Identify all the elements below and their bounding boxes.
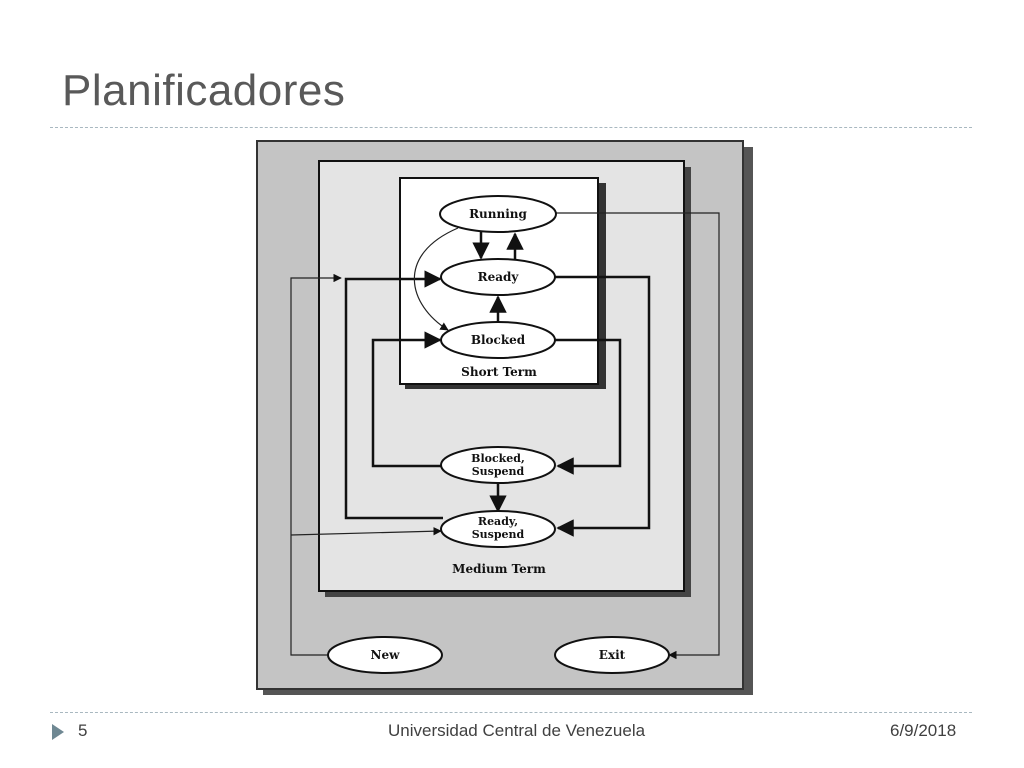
state-ready-label: Ready	[478, 270, 520, 284]
state-new-label: New	[371, 648, 401, 662]
state-blocked-suspend	[440, 446, 556, 484]
state-exit	[554, 636, 670, 674]
state-ready-suspend	[440, 510, 556, 548]
medium-term-label: Medium Term	[452, 562, 546, 576]
path-ready-to-ready-suspend	[555, 275, 651, 537]
path-running-to-exit	[556, 212, 720, 660]
state-ready	[440, 258, 556, 296]
arrow-running-to-blocked	[413, 227, 459, 331]
triangle-bullet-icon	[52, 724, 64, 740]
slide-title: Planificadores	[62, 66, 346, 115]
path-blocked-suspend-to-blocked	[371, 331, 442, 468]
path-ready-suspend-to-ready	[344, 270, 443, 520]
page-number: 5	[78, 721, 88, 740]
state-ready-suspend-label-line2: Suspend	[472, 528, 525, 541]
title-divider	[50, 127, 972, 128]
state-new	[327, 636, 443, 674]
short-term-label: Short Term	[461, 365, 537, 379]
path-blocked-to-blocked-suspend	[555, 338, 622, 475]
state-blocked	[440, 321, 556, 359]
footer-organization: Universidad Central de Venezuela	[388, 721, 646, 740]
state-exit-label: Exit	[599, 648, 626, 662]
state-ready-suspend-label-line1: Ready,	[478, 515, 518, 528]
arrow-new-to-ready-suspend	[290, 527, 442, 536]
state-blocked-suspend-label-line1: Blocked,	[471, 452, 525, 465]
state-running-label: Running	[469, 207, 527, 221]
footer-date: 6/9/2018	[890, 721, 957, 740]
state-blocked-label: Blocked	[471, 333, 526, 347]
state-running	[439, 195, 557, 233]
state-blocked-suspend-label-line2: Suspend	[472, 465, 525, 478]
footer-divider	[50, 712, 972, 713]
path-new-to-ready	[290, 273, 342, 656]
